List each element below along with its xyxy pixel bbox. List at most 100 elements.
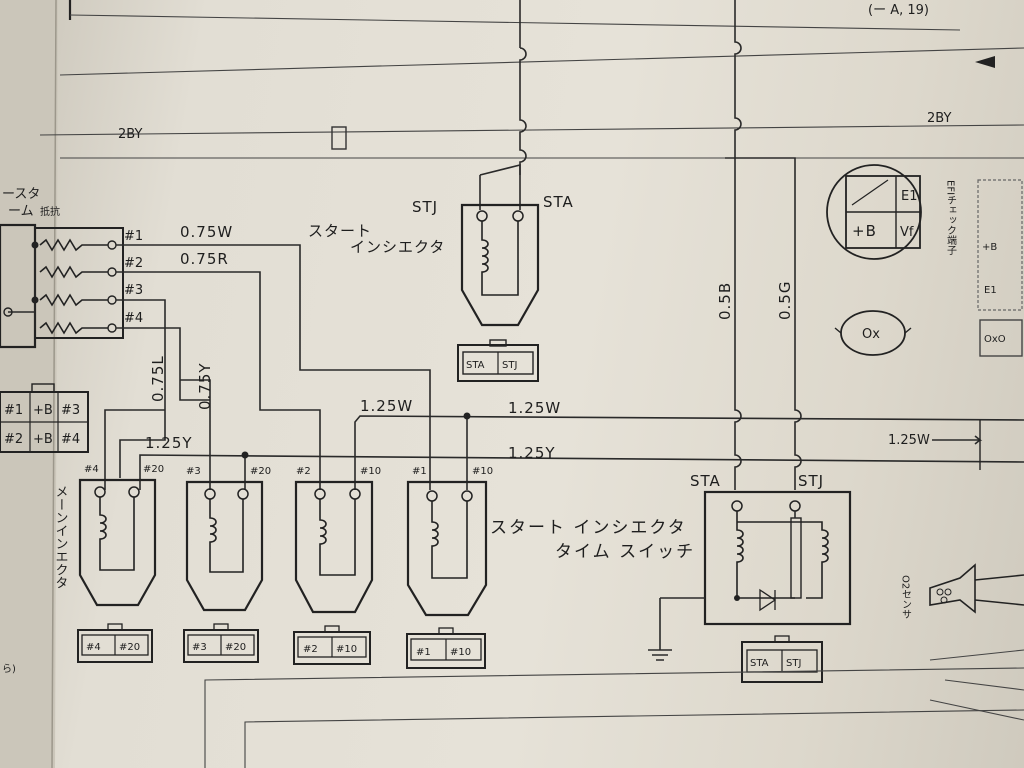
wire-075y <box>180 379 211 490</box>
time-switch: STA STJ STA STJ <box>648 472 852 683</box>
inj2-pin-b: #10 <box>360 466 381 477</box>
wire-05g-vertical <box>725 157 802 490</box>
time-switch-body <box>703 490 852 626</box>
rc-cell-2: +B <box>33 403 53 418</box>
wire-label-075y: 0.75Y <box>196 362 214 410</box>
inj4-pin-b: #20 <box>143 464 164 475</box>
injector-3-body <box>185 480 264 612</box>
ground-wire <box>659 597 705 650</box>
main-injector-3: #3 #20 #3 #20 <box>183 466 271 663</box>
fuse-link <box>331 126 347 150</box>
o2-sensor-label: O2センサ <box>900 575 912 619</box>
left-edge-mark: ら) <box>2 663 16 675</box>
o2-sensor-hole-3 <box>940 596 948 604</box>
wire-label-075l: 0.75L <box>149 355 167 402</box>
o2-small-lugs <box>834 327 912 334</box>
injector-1-connector-latch <box>438 627 454 635</box>
start-injector-connector <box>457 344 539 382</box>
resistor-junction-2 <box>31 296 39 304</box>
rc-cell-1: #1 <box>4 403 23 418</box>
time-switch-pin-stj <box>789 500 801 512</box>
inj1-conn-a: #1 <box>416 647 431 658</box>
injector-4-connector-latch <box>107 623 123 631</box>
start-injector-coil <box>481 221 519 296</box>
inj2-conn-a: #2 <box>303 644 318 655</box>
resistor-junction-1 <box>31 241 39 249</box>
resistor-pin3-label: #3 <box>124 283 143 298</box>
ts-conn-a: STA <box>750 658 769 669</box>
time-switch-coil-2 <box>737 521 829 599</box>
time-switch-pin-sta <box>731 500 743 512</box>
time-switch-contact-icon <box>759 588 777 612</box>
wire-label-125w-right: 1.25W <box>888 433 930 448</box>
inj2-conn-b: #10 <box>336 644 357 655</box>
wire-label-125y-b: 1.25Y <box>508 444 556 462</box>
inj2-pin-a: #2 <box>296 466 311 477</box>
start-injector-label-2: インシエクタ <box>350 238 445 256</box>
injector-1-pin-a <box>426 490 438 502</box>
time-switch-label-1: スタート インシエクタ <box>490 518 687 538</box>
start-injector-body <box>460 203 540 327</box>
lower-frame-2 <box>244 709 1024 768</box>
start-injector-conn-b: STJ <box>502 360 517 371</box>
start-injector-connector-latch <box>489 339 507 347</box>
time-switch-coil-1 <box>736 511 795 599</box>
arrow-marker-icon <box>975 56 995 68</box>
resistor-label-1: ースタ <box>2 187 40 202</box>
check-terminal-right-box <box>977 179 1023 311</box>
start-injector-pin-stj <box>476 210 488 222</box>
o2-sensor: O2センサ <box>900 563 1024 619</box>
inj1-conn-b: #10 <box>450 647 471 658</box>
wire-label-125w-b: 1.25W <box>508 399 561 417</box>
resistor-common-terminal <box>3 307 13 317</box>
check-terminal: E1 +B Vf Ox EFIチェック端子 +B E1 OxO <box>826 164 1023 357</box>
check-vf: Vf <box>900 225 914 240</box>
injector-3-pin-a <box>204 488 216 500</box>
resistor-pin-4 <box>107 323 117 333</box>
check-right-oxo: OxO <box>984 334 1006 345</box>
bus-2by <box>39 124 1024 136</box>
wire-label-2by-right: 2BY <box>927 111 951 126</box>
injector-4-pin-b <box>128 486 140 498</box>
time-switch-bimetal <box>790 517 802 599</box>
inj4-pin-a: #4 <box>84 464 99 475</box>
junction-125w <box>463 412 471 420</box>
inj4-conn-b: #20 <box>119 642 140 653</box>
wire-label-075r: 0.75R <box>180 250 229 268</box>
injector-2-pin-a <box>314 488 326 500</box>
resistor-1 <box>39 238 108 252</box>
resistor-label-note: 抵抗 <box>40 205 60 218</box>
resistor-pin-1 <box>107 240 117 250</box>
injector-2-body <box>294 480 374 614</box>
resistor-connector-latch <box>31 383 55 393</box>
time-switch-connector-latch <box>774 635 790 643</box>
start-injector: STJ STA スタート インシエクタ STA STJ <box>308 193 573 382</box>
time-switch-junction <box>734 595 740 601</box>
rc-cell-6: #4 <box>61 432 80 447</box>
check-terminal-diagonal <box>851 179 889 206</box>
injector-2-connector-latch <box>324 625 340 633</box>
check-right-e1: E1 <box>984 285 997 296</box>
injector-3-coil <box>209 499 244 573</box>
time-switch-stj-label: STJ <box>798 472 824 490</box>
check-terminal-oxo-box <box>979 319 1023 357</box>
wire-075r <box>116 271 321 490</box>
resistor-pin-2 <box>107 267 117 277</box>
start-injector-conn-a: STA <box>466 360 485 371</box>
o2-small-label: Ox <box>862 327 880 342</box>
resistor-pin4-label: #4 <box>124 311 143 326</box>
inj3-conn-a: #3 <box>192 642 207 653</box>
injector-3-connector-latch <box>213 623 229 631</box>
wire-label-05g: 0.5G <box>776 281 794 320</box>
injector-3-pin-b <box>237 488 249 500</box>
start-injector-pin-sta <box>512 210 524 222</box>
top-bus-line-2 <box>59 47 1024 76</box>
inj3-pin-b: #20 <box>250 466 271 477</box>
main-injector-label: メーンインエクタ <box>53 485 68 589</box>
start-injector-stj-label: STJ <box>412 198 438 216</box>
o2-sensor-hole-1 <box>936 588 944 596</box>
vertical-feed-start-injector <box>519 0 527 175</box>
injector-2-pin-b <box>349 488 361 500</box>
inj1-pin-a: #1 <box>412 466 427 477</box>
